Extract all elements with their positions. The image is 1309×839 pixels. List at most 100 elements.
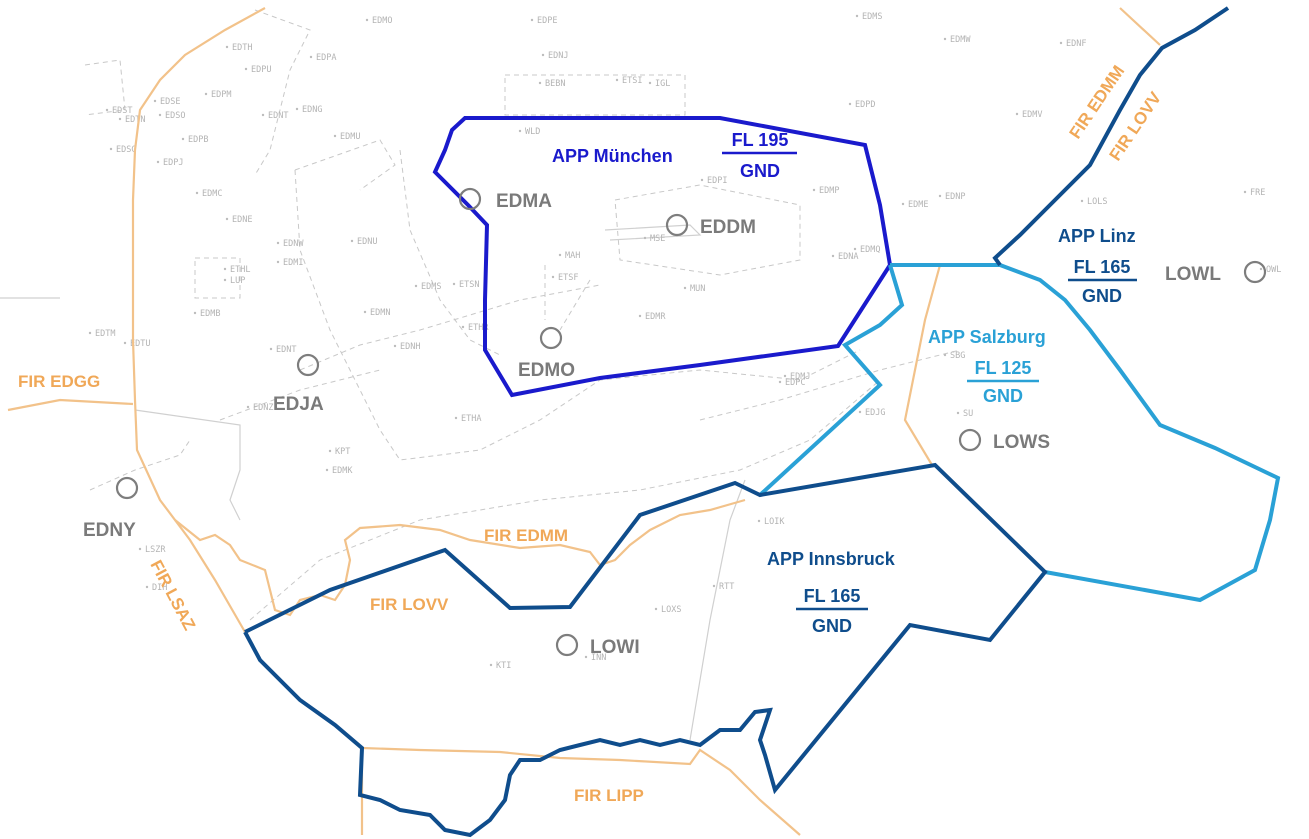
background-point xyxy=(848,102,852,106)
background-label: FRE xyxy=(1250,188,1265,198)
background-point xyxy=(855,14,859,18)
background-label: EDNZ xyxy=(253,403,273,413)
fir-boundary-east xyxy=(1119,7,1161,46)
background-label: LOXS xyxy=(661,605,681,615)
fir-boundaries xyxy=(7,7,1161,836)
app-innsbruck-boundary xyxy=(243,462,1048,838)
background-label: EDNH xyxy=(400,342,420,352)
background-point xyxy=(943,353,947,357)
fir-label-edgg: FIR EDGG xyxy=(18,372,100,391)
background-point xyxy=(276,241,280,245)
app-munich-upper: FL 195 xyxy=(732,130,789,150)
fir-boundary-lipp xyxy=(361,746,801,836)
background-label: EDMI xyxy=(283,258,303,268)
background-label: EDSE xyxy=(160,97,180,107)
background-point xyxy=(584,655,588,659)
background-point xyxy=(181,137,185,141)
background-point xyxy=(518,129,522,133)
background-label: EDNA xyxy=(838,252,858,262)
background-label: EDPM xyxy=(211,90,231,100)
fir-boundary-austria-germany xyxy=(174,498,746,617)
background-point xyxy=(778,380,782,384)
background-point xyxy=(261,113,265,117)
background-label: ETHL xyxy=(230,265,250,275)
background-point xyxy=(853,247,857,251)
background-label: EDMQ xyxy=(860,245,880,255)
background-label: EDSO xyxy=(165,111,185,121)
background-label: EDST xyxy=(112,106,132,116)
background-point xyxy=(541,53,545,57)
background-label: EDNP xyxy=(945,192,965,202)
background-point xyxy=(88,331,92,335)
app-salzburg-name: APP Salzburg xyxy=(928,327,1046,347)
airport-lowl-icon xyxy=(1243,260,1267,284)
background-point xyxy=(558,253,562,257)
background-point xyxy=(757,519,761,523)
background-label: EDPA xyxy=(316,53,336,63)
background-label: EDTM xyxy=(95,329,115,339)
airport-lowi-label: LOWI xyxy=(590,637,640,658)
background-label: EDPI xyxy=(707,176,727,186)
airport-edja-icon xyxy=(296,353,320,377)
background-point xyxy=(648,81,652,85)
background-point xyxy=(615,78,619,82)
background-point xyxy=(1015,112,1019,116)
app-salzburg-west xyxy=(758,264,905,497)
background-point xyxy=(1080,199,1084,203)
app-munich-name: APP München xyxy=(552,146,673,166)
background-point xyxy=(643,236,647,240)
airport-edmo-icon xyxy=(539,326,563,350)
background-point xyxy=(365,18,369,22)
airport-lows-icon xyxy=(958,428,982,452)
background-label: LUP xyxy=(230,276,245,286)
background-point xyxy=(350,239,354,243)
background-label: EDMU xyxy=(340,132,360,142)
background-point xyxy=(123,341,127,345)
background-point xyxy=(1243,190,1247,194)
background-point xyxy=(109,147,113,151)
app-salzburg-boundary xyxy=(890,263,1281,603)
background-chart-lines xyxy=(0,9,961,741)
app-linz-boundary xyxy=(992,6,1230,267)
background-point xyxy=(153,99,157,103)
background-point xyxy=(223,278,227,282)
background-point xyxy=(683,286,687,290)
background-label: ETSI xyxy=(622,76,642,86)
background-label: EDPE xyxy=(537,16,557,26)
app-innsbruck-upper: FL 165 xyxy=(804,586,861,606)
airport-edja-label: EDJA xyxy=(273,394,324,415)
background-point xyxy=(393,344,397,348)
background-point xyxy=(461,325,465,329)
background-label: EDNW xyxy=(283,239,304,249)
background-label: INN xyxy=(591,653,606,663)
background-point xyxy=(454,416,458,420)
background-point xyxy=(118,117,122,121)
fir-label-lovv-south: FIR LOVV xyxy=(370,595,449,614)
airport-eddm-icon xyxy=(665,213,689,237)
background-point xyxy=(105,108,109,112)
background-point xyxy=(156,160,160,164)
fir-label-edmm-south: FIR EDMM xyxy=(484,526,568,545)
background-label: EDNJ xyxy=(548,51,568,61)
background-label: EDPC xyxy=(785,378,805,388)
background-label: WLD xyxy=(525,127,540,137)
background-point xyxy=(1259,267,1263,271)
background-label: EDNT xyxy=(268,111,288,121)
background-point xyxy=(244,67,248,71)
airport-eddm-label: EDDM xyxy=(700,217,756,238)
fir-label-edmm-north: FIR EDMM xyxy=(1066,62,1129,142)
fir-label-lsaz: FIR LSAZ xyxy=(146,557,199,633)
background-label: EDSG xyxy=(116,145,136,155)
background-label: EDMN xyxy=(370,308,390,318)
background-point xyxy=(489,663,493,667)
background-point xyxy=(204,92,208,96)
background-point xyxy=(269,347,273,351)
background-point xyxy=(246,405,250,409)
background-point xyxy=(956,411,960,415)
airport-lows-label: LOWS xyxy=(993,432,1050,453)
background-point xyxy=(551,275,555,279)
background-point xyxy=(414,284,418,288)
background-label: LSZR xyxy=(145,545,166,555)
background-label: IGL xyxy=(655,79,670,89)
